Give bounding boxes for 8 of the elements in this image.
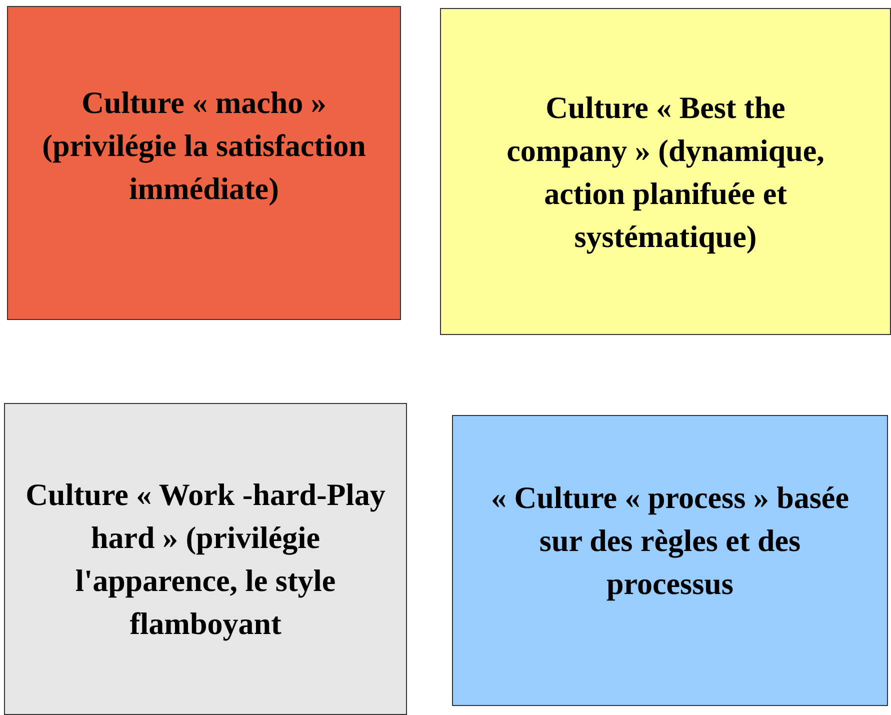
culture-box [4, 403, 407, 715]
box-text: « Culture « process » basée sur des règles et des processus [490, 479, 850, 603]
culture-box [440, 8, 891, 335]
box-text: Culture « Best the company » (dynamique, action planifuée et systématique) [506, 88, 826, 256]
culture-box [452, 415, 888, 706]
box-text: Culture « Work -hard-Play hard » (privilégie l'apparence, le style flamboyant [24, 476, 386, 643]
culture-box [7, 6, 401, 320]
box-text: Culture « macho » (privilégie la satisfaction immédiate) [41, 84, 367, 208]
